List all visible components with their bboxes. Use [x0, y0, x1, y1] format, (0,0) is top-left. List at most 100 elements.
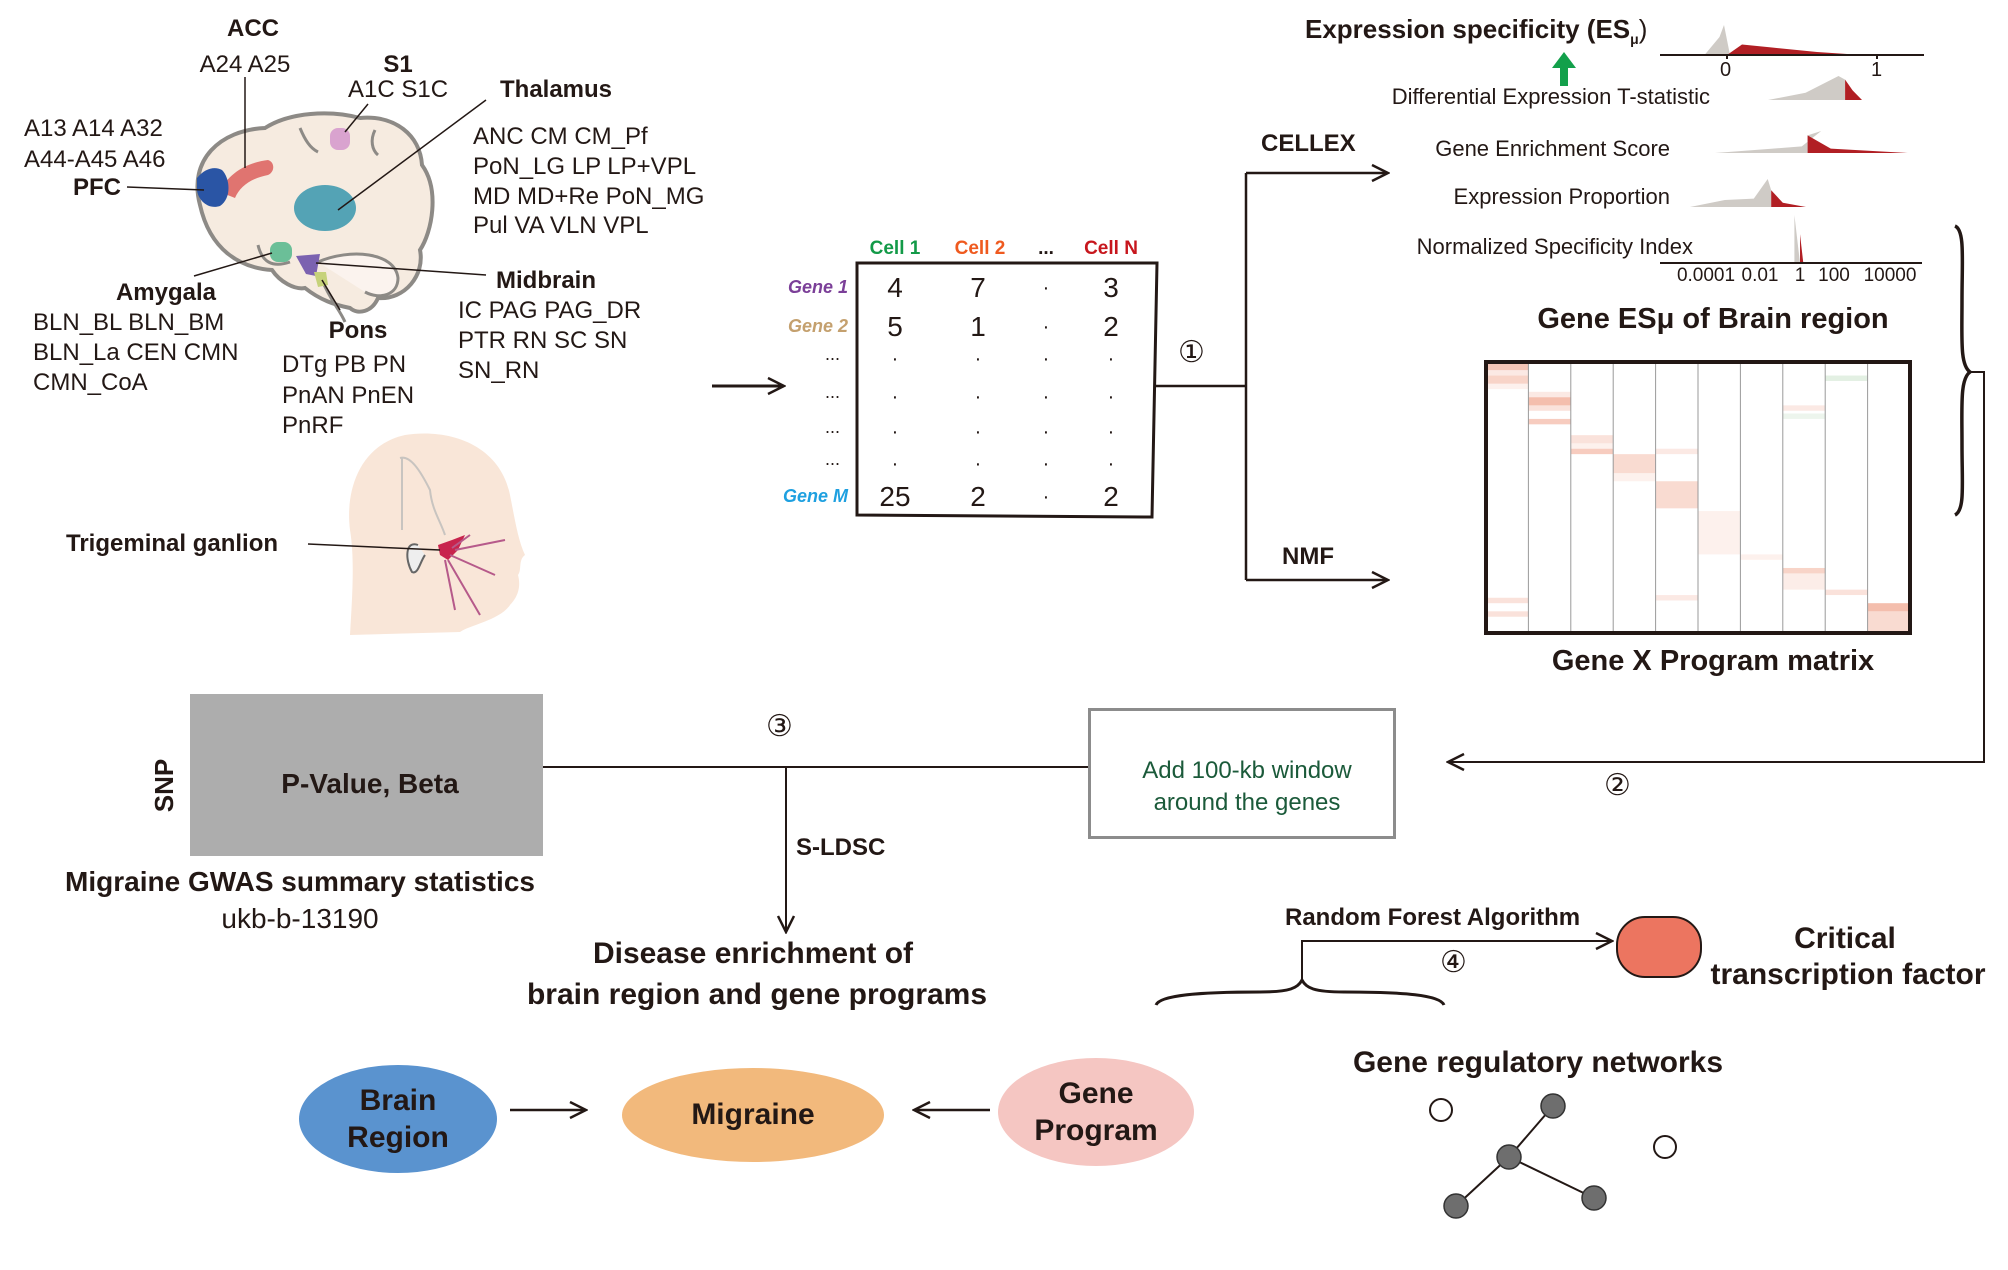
s1-leader-line — [344, 103, 369, 133]
trigeminal-leader-line — [307, 543, 441, 551]
matrix-cell: · — [1042, 316, 1050, 338]
matrix-cell: 25 — [879, 481, 911, 512]
green-up-arrow-icon — [1552, 52, 1576, 86]
midbrain-areas-line: PTR RN SC SN — [458, 327, 628, 354]
thalamus-areas-line: Pul VA VLN VPL — [473, 212, 649, 239]
gene-program-node-line1: Gene — [1058, 1076, 1134, 1110]
cellex-label: CELLEX — [1261, 130, 1356, 157]
gwas-title: Migraine GWAS summary statistics — [65, 866, 535, 897]
random-forest-line — [1301, 940, 1608, 980]
pons-areas-line: DTg PB PN — [282, 351, 407, 378]
heatmap-cell — [1528, 391, 1571, 398]
matrix-cell: 2 — [1103, 481, 1119, 512]
heatmap-cell — [1486, 362, 1529, 371]
acc-title: ACC — [227, 15, 279, 42]
heatmap-cell — [1528, 397, 1571, 406]
matrix-cell: · — [1042, 486, 1050, 508]
step-2-marker: ② — [1604, 768, 1631, 803]
matrix-row-label: ... — [824, 382, 840, 402]
brain-sulcus — [298, 127, 319, 154]
heatmap-cell — [1782, 573, 1826, 590]
midbrain-region — [296, 254, 320, 276]
nsi-axis-tick-label: 10000 — [1863, 265, 1917, 286]
brain-region-node-line1: Brain — [359, 1083, 437, 1117]
brain-region-node-line2: Region — [347, 1121, 449, 1154]
matrix-column-header: Cell 2 — [954, 238, 1006, 259]
pons-areas-line: PnAN PnEN — [282, 382, 415, 409]
matrix-cell: · — [974, 386, 982, 408]
heatmap-cell — [1570, 443, 1614, 449]
heatmap-cell — [1782, 413, 1826, 419]
heatmap-cell — [1740, 554, 1783, 560]
matrix-cell: 5 — [887, 311, 903, 342]
nmf-caption: Gene X Program matrix — [1551, 645, 1875, 677]
pfc-title: PFC — [73, 174, 121, 201]
midbrain-title: Midbrain — [496, 267, 596, 294]
amygdala-region — [270, 242, 292, 262]
matrix-row-label: Gene M — [782, 486, 848, 506]
matrix-border — [855, 261, 1159, 519]
matrix-row-label: Gene 1 — [787, 277, 848, 297]
gwas-data-box — [190, 694, 543, 856]
matrix-cell: 2 — [1103, 311, 1119, 342]
heatmap-cell — [1825, 589, 1868, 596]
brain-sulcus — [256, 244, 291, 266]
matrix-row-label: ... — [824, 449, 840, 469]
matrix-cell: · — [974, 421, 982, 443]
brain-illustration — [126, 77, 487, 323]
pfc-leader-line — [126, 186, 205, 191]
matrix-cell: · — [1107, 453, 1115, 475]
acc-areas: A24 A25 — [199, 51, 291, 78]
matrix-cell: · — [1042, 421, 1050, 443]
heatmap-cell — [1782, 567, 1826, 574]
heatmap-cell — [1867, 611, 1910, 633]
density-background-0 — [1704, 25, 1730, 55]
step-1-marker: ① — [1178, 335, 1205, 370]
heatmap-cell — [1867, 603, 1910, 612]
metric-label-expression-proportion: Expression Proportion — [1453, 184, 1670, 209]
ear-icon — [406, 543, 426, 574]
window-text-line1: Add 100-kb window — [1142, 757, 1352, 784]
amygdala-leader-line — [193, 252, 273, 277]
matrix-column-header: ... — [1038, 238, 1054, 259]
metric-label-de-tstat: Differential Expression T-statistic — [1391, 84, 1710, 109]
nsi-axis-tick-label: 0.0001 — [1676, 265, 1736, 286]
thalamus-region — [294, 185, 356, 231]
network-node — [1581, 1185, 1607, 1211]
es-axis-tick-label: 1 — [1871, 59, 1883, 81]
matrix-cell: · — [1042, 348, 1050, 370]
trigeminal-title: Trigeminal ganlion — [66, 530, 279, 557]
amygdala-title: Amygala — [115, 279, 217, 306]
network-edge — [1508, 1156, 1595, 1199]
network-brace — [1154, 976, 1446, 1006]
gene-program-heatmap — [1484, 360, 1912, 635]
density-background-1 — [1768, 76, 1846, 100]
density-specific-4 — [1800, 234, 1804, 263]
density-background-2 — [1715, 131, 1822, 153]
matrix-cell: 4 — [887, 272, 903, 303]
random-forest-label: Random Forest Algorithm — [1285, 904, 1581, 931]
matrix-cell: · — [1042, 453, 1050, 475]
heatmap-cell — [1486, 597, 1529, 604]
matrix-column-header: Cell 1 — [869, 238, 921, 259]
pons-title: Pons — [328, 317, 388, 344]
gwas-id: ukb-b-13190 — [221, 903, 379, 934]
matrix-cell: 2 — [970, 481, 986, 512]
gwas-box-text: P-Value, Beta — [281, 768, 459, 799]
heatmap-cell — [1486, 611, 1529, 617]
heatmap-cell — [1528, 418, 1571, 425]
midbrain-areas-line: IC PAG PAG_DR — [458, 297, 642, 324]
cellex-caption: Gene ESμ of Brain region — [1537, 303, 1889, 335]
nmf-label: NMF — [1282, 543, 1334, 570]
matrix-cell: · — [891, 386, 899, 408]
matrix-cell: · — [1042, 277, 1050, 299]
es-title: Expression specificity (ESμ) — [1305, 16, 1647, 46]
amygdala-areas-line: CMN_CoA — [33, 369, 148, 396]
matrix-cell: · — [891, 348, 899, 370]
nsi-axis-tick-label: 1 — [1794, 265, 1806, 286]
es-axis-tick-label: 0 — [1720, 59, 1732, 81]
es-title-close: ) — [1638, 14, 1648, 44]
